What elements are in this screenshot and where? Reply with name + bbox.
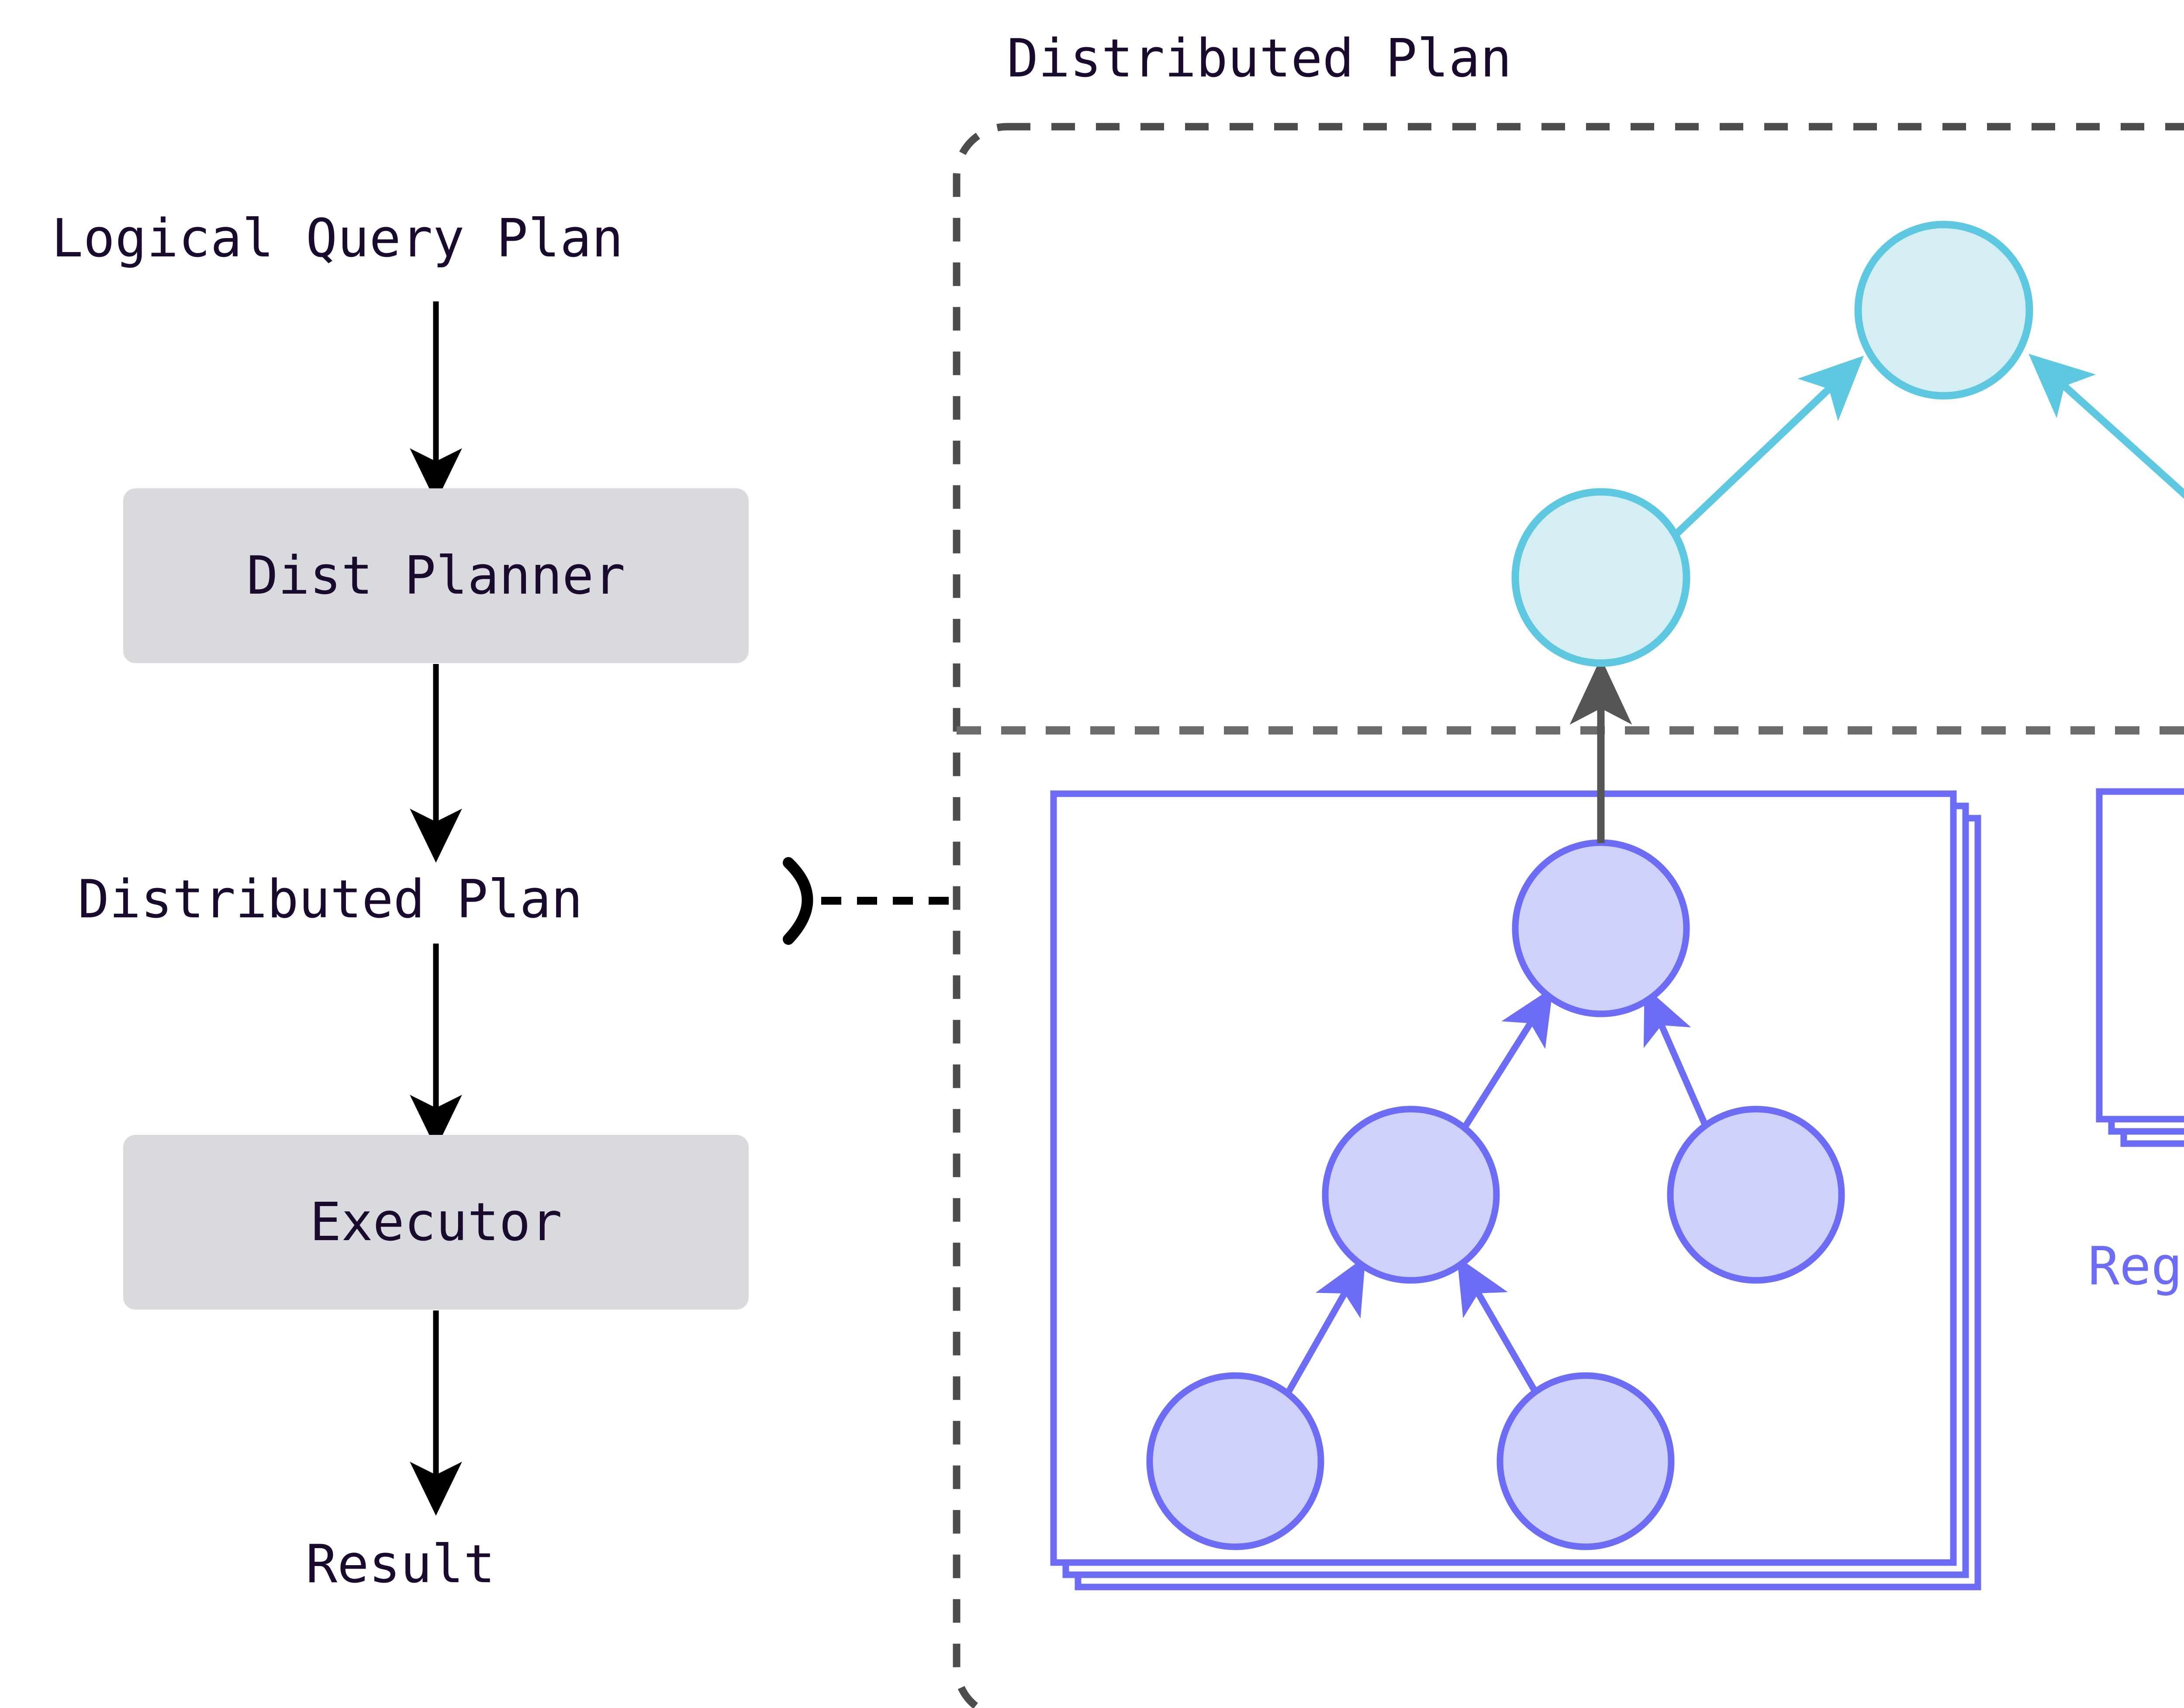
edge-d1-lf1-to-mid [1283,1256,1366,1397]
distributed-plan-container [953,123,2184,1708]
edge-d1-sib-to-root [1643,986,1709,1128]
edge-d1-mid-to-root [1462,987,1553,1128]
distributed-plan-title: Distributed Plan [1007,28,1512,89]
left-flow-group [123,301,957,1516]
result-label: Result [306,1534,495,1595]
logical-query-plan-label: Logical Query Plan [52,208,624,269]
frontend-stage-group [1511,221,2184,667]
dist-planner-label: Dist Planner [246,545,625,606]
region-group-left[interactable] [1050,790,1981,1590]
region-group-right[interactable] [2096,788,2184,1147]
datanode-node[interactable] [1496,1372,1675,1550]
datanode-node[interactable] [1146,1372,1324,1550]
region-box-front [2096,788,2184,1123]
regions-label: Regions [2088,1236,2184,1297]
distributed-plan-artifact-label: Distributed Plan [78,869,583,930]
edge-f-right-to-root [2028,353,2184,499]
datanode-node[interactable] [1512,839,1690,1017]
dist-planner-box[interactable] [123,488,749,663]
executor-box[interactable] [123,1135,749,1310]
frontend-node[interactable] [1511,488,1690,667]
frontend-node[interactable] [1854,221,2033,400]
executor-label: Executor [310,1192,562,1253]
edge-f-left-to-root [1673,356,1864,538]
edge-d1-lf2-to-mid [1457,1256,1541,1397]
datanode-node[interactable] [1322,1106,1500,1284]
artifact-bracket-icon [783,857,813,945]
datanode-node[interactable] [1667,1106,1845,1284]
